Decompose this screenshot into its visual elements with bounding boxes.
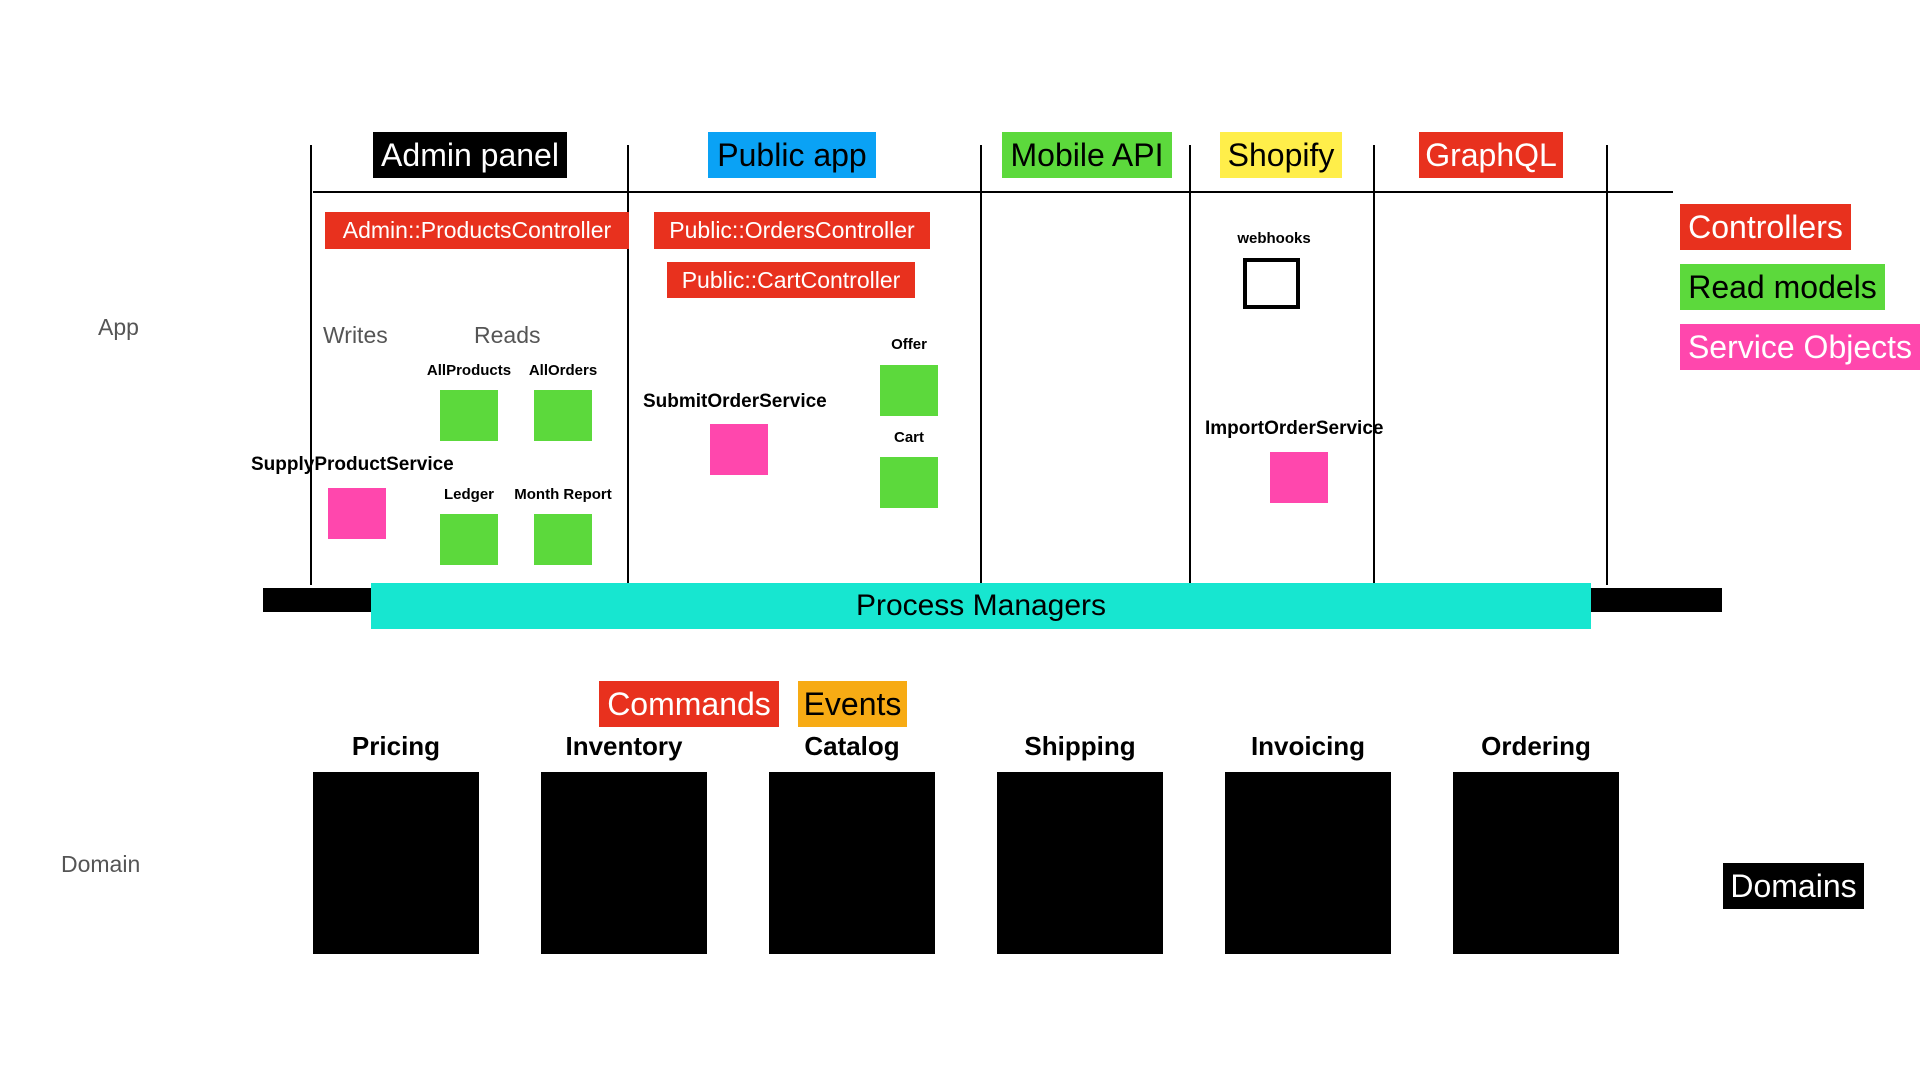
read-model-label: Month Report	[514, 486, 612, 503]
column-separator	[1373, 145, 1375, 585]
read-model-month-report	[534, 514, 592, 565]
domain-box-pricing	[313, 772, 479, 954]
app-layer-label: App	[98, 314, 139, 340]
service-label: ImportOrderService	[1205, 418, 1384, 439]
read-model-label: Offer	[891, 336, 927, 353]
read-model-label: AllOrders	[528, 362, 598, 379]
reads-label: Reads	[474, 322, 541, 348]
domain-layer-label: Domain	[61, 851, 141, 877]
domain-box-inventory	[541, 772, 707, 954]
domain-name-inventory: Inventory	[565, 731, 683, 761]
process-managers-bar: Process Managers	[371, 583, 1591, 629]
header-divider	[313, 191, 1673, 193]
read-model-all-orders	[534, 390, 592, 441]
admin-products-controller: Admin::ProductsController	[325, 212, 629, 249]
column-separator	[1189, 145, 1191, 585]
read-model-label: AllProducts	[426, 362, 512, 379]
read-model-label: Cart	[893, 429, 925, 446]
read-model-ledger	[440, 514, 498, 565]
events-tag: Events	[798, 681, 907, 727]
service-import-order	[1270, 452, 1328, 503]
webhooks-box	[1243, 258, 1300, 309]
column-header-mobile-api: Mobile API	[1002, 132, 1172, 178]
domain-box-invoicing	[1225, 772, 1391, 954]
writes-label: Writes	[323, 322, 388, 348]
column-separator	[980, 145, 982, 585]
read-model-all-products	[440, 390, 498, 441]
legend-domains: Domains	[1723, 863, 1864, 909]
domain-name-pricing: Pricing	[351, 731, 441, 761]
column-header-graphql: GraphQL	[1419, 132, 1563, 178]
legend-controllers: Controllers	[1680, 204, 1851, 250]
column-header-public-app: Public app	[708, 132, 876, 178]
commands-tag: Commands	[599, 681, 779, 727]
domain-name-shipping: Shipping	[1024, 731, 1136, 761]
service-supply-product	[328, 488, 386, 539]
column-header-admin-panel: Admin panel	[373, 132, 567, 178]
read-model-cart	[880, 457, 938, 508]
domain-name-catalog: Catalog	[804, 731, 900, 761]
legend-read-models: Read models	[1680, 264, 1885, 310]
legend-service-objects: Service Objects	[1680, 324, 1920, 370]
service-submit-order	[710, 424, 768, 475]
domain-box-ordering	[1453, 772, 1619, 954]
webhooks-label: webhooks	[1237, 230, 1311, 247]
read-model-label: Ledger	[443, 486, 495, 503]
column-separator	[627, 145, 629, 585]
column-separator	[310, 145, 312, 585]
domain-name-ordering: Ordering	[1481, 731, 1591, 761]
domain-box-catalog	[769, 772, 935, 954]
column-separator	[1606, 145, 1608, 585]
column-header-shopify: Shopify	[1220, 132, 1342, 178]
read-model-offer	[880, 365, 938, 416]
service-label: SubmitOrderService	[643, 391, 827, 412]
public-cart-controller: Public::CartController	[667, 262, 915, 298]
domain-box-shipping	[997, 772, 1163, 954]
service-label: SupplyProductService	[251, 454, 454, 475]
domain-name-invoicing: Invoicing	[1250, 731, 1366, 761]
public-orders-controller: Public::OrdersController	[654, 212, 930, 249]
